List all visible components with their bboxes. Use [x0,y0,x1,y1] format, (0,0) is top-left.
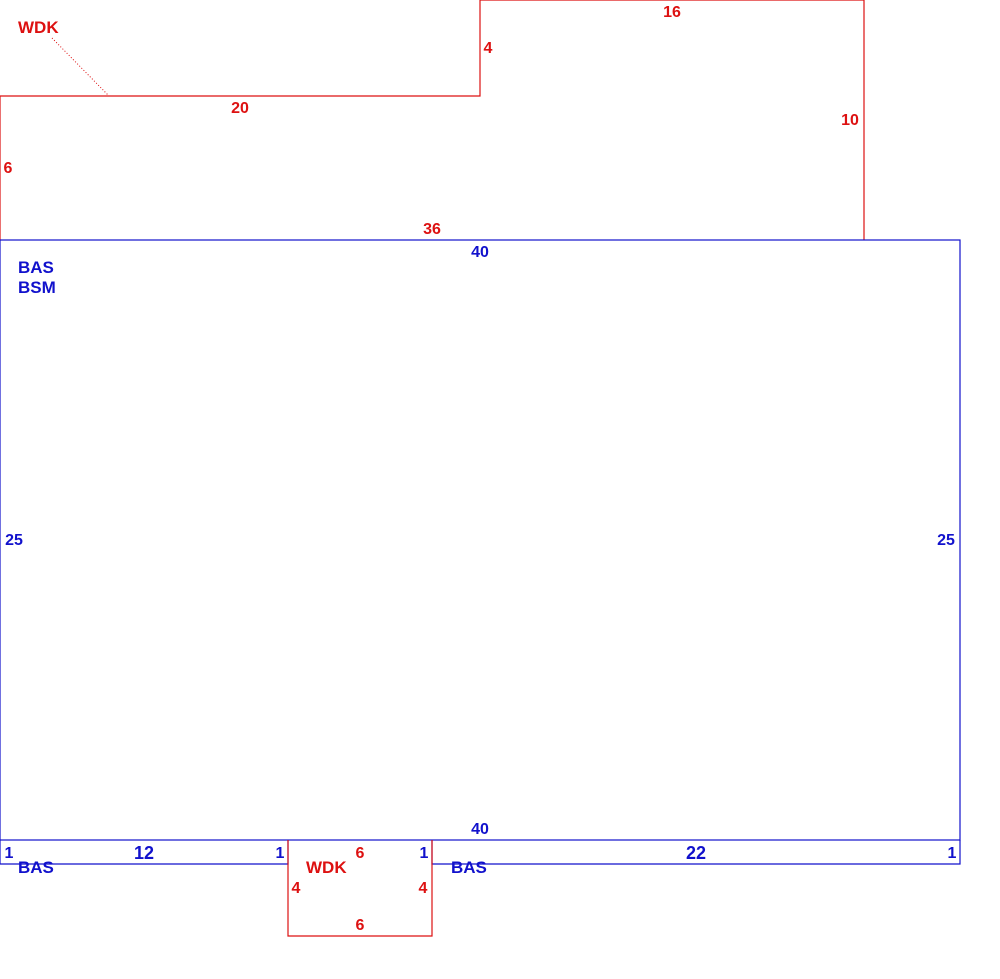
dim-wdk-bottom: 36 [423,221,441,238]
dim-bas-left: 25 [5,532,23,549]
wdk-leader-line [51,37,109,96]
wdk-bottom-label: WDK [306,858,347,877]
wdk-top-outline [0,0,865,240]
wdk-bottom-outline [287,840,433,937]
dim-wdk-top-right: 16 [663,4,681,21]
bsm-main-label: BSM [18,278,56,297]
dim-strip-right-left-end: 1 [420,845,429,862]
dim-strip-left-length: 12 [134,843,154,863]
dim-strip-right-length: 22 [686,843,706,863]
dim-bas-bottom: 40 [471,821,489,838]
bas-main-outline [0,239,961,841]
bas-strip-right-label: BAS [451,858,487,877]
dim-wdk-bottom-top: 6 [356,845,365,862]
bas-strip-left-label: BAS [18,858,54,877]
dim-bas-right: 25 [937,532,955,549]
dim-strip-right-end: 1 [948,845,957,862]
dim-wdk-top-left: 20 [231,100,249,117]
dim-strip-left-right-end: 1 [276,845,285,862]
dim-wdk-bottom-right: 4 [419,880,428,897]
bas-main-label: BAS [18,258,54,277]
dim-strip-left-end: 1 [5,845,14,862]
dim-wdk-step: 4 [484,40,493,57]
dim-wdk-left: 6 [4,160,13,177]
dim-wdk-bottom-left: 4 [292,880,301,897]
dim-wdk-bottom-bottom: 6 [356,917,365,934]
dim-wdk-right: 10 [841,112,859,129]
wdk-top-label: WDK [18,18,59,37]
dim-bas-top: 40 [471,244,489,261]
